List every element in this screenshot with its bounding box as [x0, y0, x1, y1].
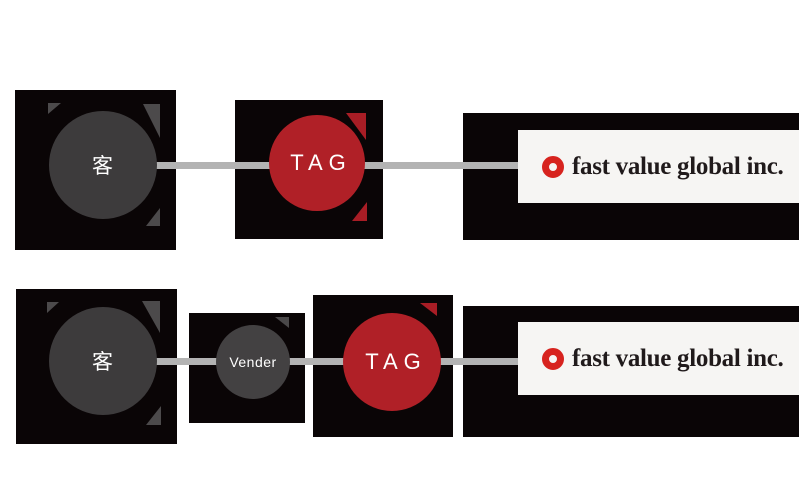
vendor-label: Vender — [229, 354, 277, 370]
company-name: fast value global inc. — [572, 152, 784, 180]
square-corner-decoration — [48, 103, 61, 114]
company-logo-box: fast value global inc. — [518, 322, 799, 395]
square-corner-decoration — [420, 303, 437, 316]
customer-node-row2: 客 — [16, 289, 177, 444]
company-logo-box: fast value global inc. — [518, 130, 799, 203]
customer-circle: 客 — [49, 307, 157, 415]
square-corner-decoration — [275, 317, 289, 328]
connector-line — [355, 162, 525, 169]
red-ring-icon — [542, 155, 564, 178]
tag-node-row2: TAG — [313, 295, 453, 437]
customer-node-row1: 客 — [15, 90, 176, 250]
vendor-node-row2: Vender — [189, 313, 305, 423]
square-corner-decoration — [352, 202, 367, 221]
tag-node-row1: TAG — [235, 100, 383, 239]
square-corner-decoration — [47, 302, 59, 313]
connector-line — [430, 358, 525, 365]
connector-line — [150, 162, 280, 169]
company-name: fast value global inc. — [572, 344, 784, 372]
red-ring-icon — [542, 347, 564, 370]
customer-circle: 客 — [49, 111, 157, 219]
tag-label: TAG — [365, 349, 427, 374]
vendor-circle: Vender — [216, 325, 290, 399]
tag-circle: TAG — [343, 313, 441, 411]
company-panel-row1: fast value global inc. — [463, 113, 799, 240]
tag-label: TAG — [290, 150, 352, 175]
square-corner-decoration — [146, 406, 161, 425]
customer-label: 客 — [92, 155, 114, 178]
customer-label: 客 — [92, 351, 114, 374]
connector-line — [270, 358, 360, 365]
square-corner-decoration — [146, 208, 160, 226]
tag-circle: TAG — [269, 115, 365, 211]
company-panel-row2: fast value global inc. — [463, 306, 799, 437]
connector-line — [150, 358, 240, 365]
